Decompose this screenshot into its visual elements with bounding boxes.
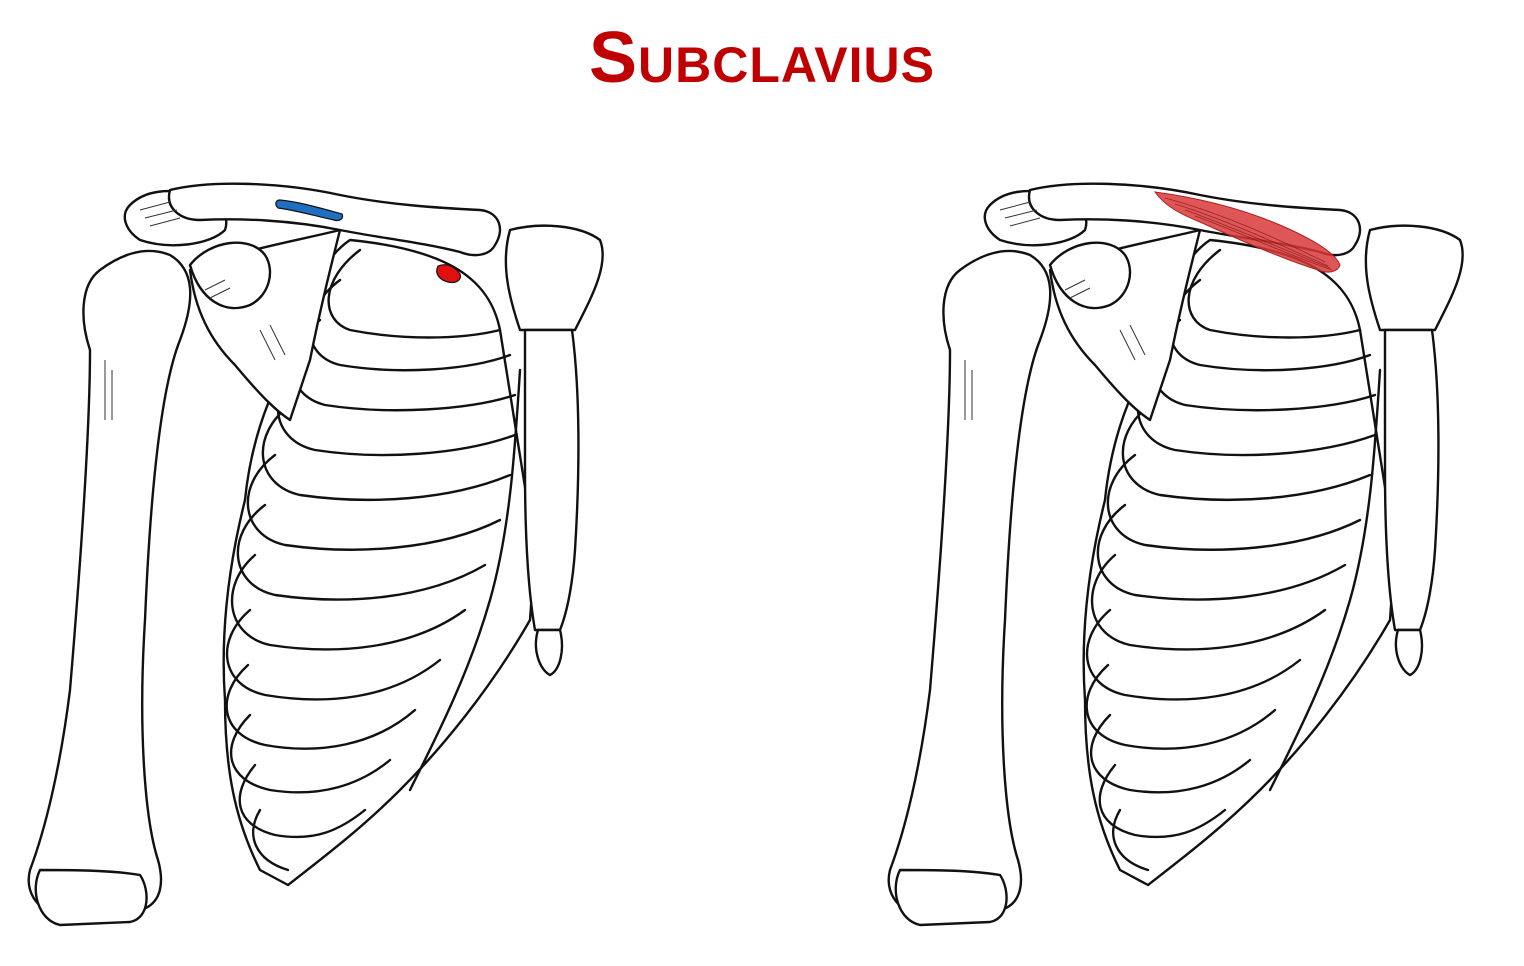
- shading-hatch: [104, 201, 286, 420]
- manubrium: [504, 224, 604, 332]
- costal-margin: [1268, 368, 1382, 792]
- clavicle-insertion-marker: [275, 199, 344, 222]
- rib-cage-outline: [222, 238, 537, 887]
- page-title: Subclavius: [589, 18, 935, 98]
- skeleton-left: [27, 182, 604, 927]
- xiphoid-process: [1394, 628, 1424, 677]
- humerus-condyle: [894, 868, 1008, 927]
- shading-hatch: [964, 201, 1146, 420]
- first-rib-origin-marker: [436, 264, 461, 284]
- attachment-diagram: [20, 170, 620, 955]
- humeral-head: [188, 241, 272, 310]
- humeral-head: [1048, 241, 1132, 310]
- rib-cage-outline: [1082, 238, 1397, 887]
- skeleton-right: [887, 182, 1464, 927]
- xiphoid-process: [534, 628, 564, 677]
- subclavius-muscle: [1153, 191, 1341, 273]
- skeleton-drawing-right: [887, 182, 1464, 927]
- humerus-condyle: [34, 868, 148, 927]
- manubrium: [1364, 224, 1464, 332]
- humerus: [27, 249, 192, 917]
- costal-margin: [408, 368, 522, 792]
- sternum-body: [523, 328, 580, 632]
- humerus: [887, 249, 1052, 917]
- ribs: [225, 248, 517, 872]
- skeleton-drawing-left: [27, 182, 604, 927]
- muscle-diagram: [880, 170, 1480, 955]
- sternum-body: [1383, 328, 1440, 632]
